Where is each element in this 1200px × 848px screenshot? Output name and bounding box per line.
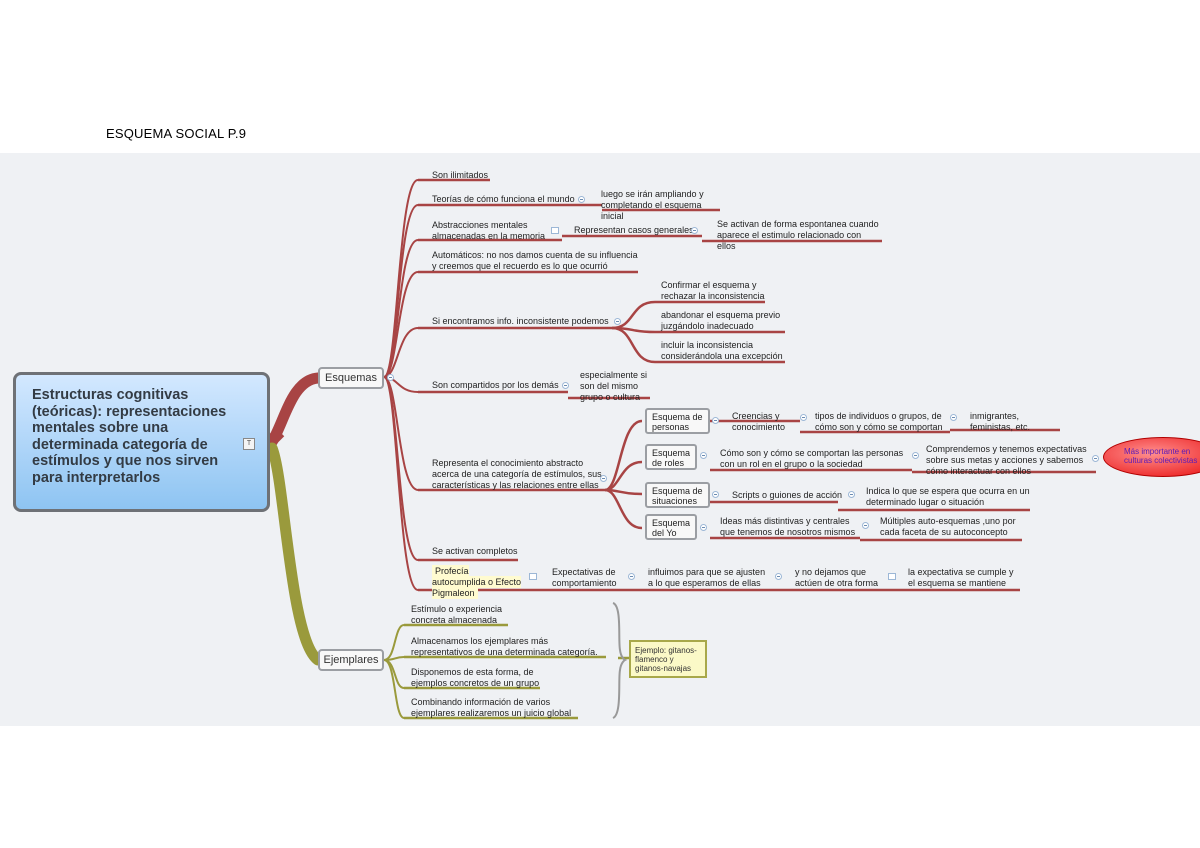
- root-label: Estructuras cognitivas (teóricas): repre…: [32, 387, 227, 486]
- branch-esquemas[interactable]: Esquemas: [318, 367, 384, 389]
- node-ejemplo[interactable]: Ejemplo: gitanos-flamenco y gitanos-nava…: [629, 640, 707, 678]
- collapse-icon[interactable]: [700, 524, 707, 531]
- node-ilimitados[interactable]: Son ilimitados: [432, 170, 489, 180]
- node-compartidos-sub[interactable]: especialmente si son del mismo grupo o c…: [580, 370, 648, 402]
- note-icon[interactable]: [888, 573, 896, 580]
- node-completos[interactable]: Se activan completos: [432, 546, 518, 556]
- node-inconsistente-b[interactable]: abandonar el esquema previo juzgándolo i…: [661, 310, 781, 331]
- collapse-icon[interactable]: [862, 522, 869, 529]
- node-ejemplar-3[interactable]: Disponemos de esta forma, de ejemplos co…: [411, 667, 540, 688]
- node-roles-highlight[interactable]: Más importante en culturas colectivistas: [1103, 437, 1200, 477]
- collapse-icon[interactable]: [712, 417, 719, 424]
- collapse-icon[interactable]: [950, 414, 957, 421]
- node-inconsistente-a[interactable]: Confirmar el esquema y rechazar la incon…: [661, 280, 765, 301]
- node-roles-a[interactable]: Cómo son y cómo se comportan las persona…: [720, 448, 904, 469]
- note-icon[interactable]: [529, 573, 537, 580]
- collapse-icon[interactable]: [562, 382, 569, 389]
- node-abstracciones[interactable]: Abstracciones mentales almacenadas en la…: [432, 220, 546, 241]
- collapse-icon[interactable]: [387, 374, 394, 381]
- node-yo-b[interactable]: Múltiples auto-esquemas ,uno por cada fa…: [880, 516, 1016, 537]
- node-profecia-a[interactable]: Expectativas de comportamiento: [552, 567, 617, 588]
- collapse-icon[interactable]: [1092, 455, 1099, 462]
- trunk-ejemplares: [266, 442, 324, 666]
- node-inconsistente[interactable]: Si encontramos info. inconsistente podem…: [432, 316, 609, 326]
- collapse-icon[interactable]: [775, 573, 782, 580]
- collapse-icon[interactable]: [628, 573, 635, 580]
- note-icon[interactable]: [551, 227, 559, 234]
- node-situaciones-a[interactable]: Scripts o guiones de acción: [732, 490, 843, 500]
- node-profecia-b[interactable]: influimos para que se ajusten a lo que e…: [648, 567, 766, 588]
- collapse-icon[interactable]: [578, 196, 585, 203]
- collapse-icon[interactable]: [691, 227, 698, 234]
- text-note-icon[interactable]: T: [243, 438, 255, 450]
- node-esquema-personas[interactable]: Esquema de personas: [645, 408, 710, 434]
- node-profecia-d[interactable]: la expectativa se cumple y el esquema se…: [908, 567, 1014, 588]
- roles-highlight-label: Más importante en culturas colectivistas: [1124, 447, 1198, 465]
- collapse-icon[interactable]: [800, 414, 807, 421]
- node-yo-a[interactable]: Ideas más distintivas y centrales que te…: [720, 516, 856, 537]
- root-node[interactable]: Estructuras cognitivas (teóricas): repre…: [13, 372, 270, 512]
- collapse-icon[interactable]: [848, 491, 855, 498]
- node-ejemplar-1[interactable]: Estímulo o experiencia concreta almacena…: [411, 604, 503, 625]
- node-compartidos[interactable]: Son compartidos por los demás: [432, 380, 559, 390]
- grouping-brace: [612, 602, 628, 719]
- branch-ejemplares[interactable]: Ejemplares: [318, 649, 384, 671]
- node-abstracciones-sub2[interactable]: Se activan de forma espontanea cuando ap…: [717, 219, 879, 251]
- node-situaciones-b[interactable]: Indica lo que se espera que ocurra en un…: [866, 486, 1030, 507]
- collapse-icon[interactable]: [912, 452, 919, 459]
- node-esquema-roles[interactable]: Esquema de roles: [645, 444, 697, 470]
- node-profecia-c[interactable]: y no dejamos que actúen de otra forma: [795, 567, 879, 588]
- node-esquema-yo[interactable]: Esquema del Yo: [645, 514, 697, 540]
- node-teorias[interactable]: Teorías de cómo funciona el mundo: [432, 194, 575, 204]
- node-profecia[interactable]: Profecía autocumplida o Efecto Pigmaleon: [432, 565, 522, 599]
- node-ejemplar-4[interactable]: Combinando información de varios ejempla…: [411, 697, 572, 718]
- page-title: ESQUEMA SOCIAL P.9: [106, 126, 247, 141]
- collapse-icon[interactable]: [600, 475, 607, 482]
- node-personas-b[interactable]: tipos de individuos o grupos, de cómo so…: [815, 411, 943, 432]
- node-teorias-sub[interactable]: luego se irán ampliando y completando el…: [601, 189, 704, 221]
- node-automaticos[interactable]: Automáticos: no nos damos cuenta de su i…: [432, 250, 638, 271]
- collapse-icon[interactable]: [712, 491, 719, 498]
- collapse-icon[interactable]: [614, 318, 621, 325]
- node-personas-a[interactable]: Creencias y conocimiento: [732, 411, 786, 432]
- node-esquema-situaciones[interactable]: Esquema de situaciones: [645, 482, 710, 508]
- node-ejemplar-2[interactable]: Almacenamos los ejemplares más represent…: [411, 636, 598, 657]
- node-representa[interactable]: Representa el conocimiento abstracto ace…: [432, 458, 602, 490]
- node-abstracciones-sub[interactable]: Representan casos generales: [574, 225, 694, 235]
- node-inconsistente-c[interactable]: incluir la inconsistencia considerándola…: [661, 340, 783, 361]
- profecia-label: Profecía autocumplida o Efecto Pigmaleon: [432, 565, 522, 599]
- node-roles-b[interactable]: Comprendemos y tenemos expectativas sobr…: [926, 444, 1087, 476]
- node-personas-c[interactable]: inmigrantes, feministas, etc.: [970, 411, 1031, 432]
- collapse-icon[interactable]: [700, 452, 707, 459]
